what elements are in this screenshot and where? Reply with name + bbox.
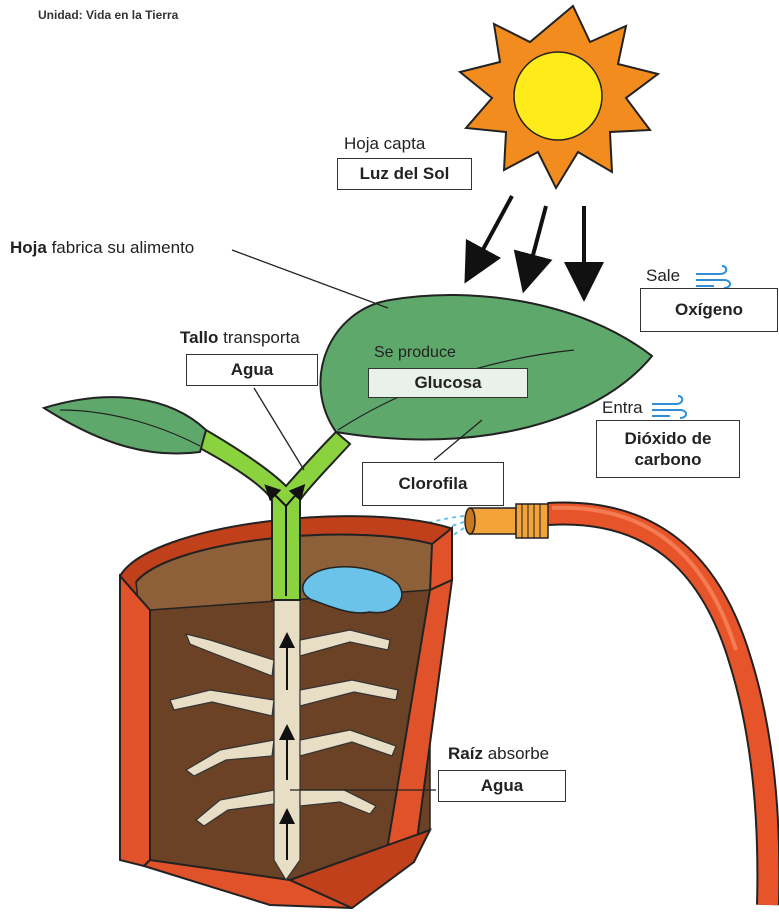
produced-label: Se produce [374, 344, 456, 362]
glucose-box: Glucosa [368, 368, 528, 398]
wind-icon [696, 266, 730, 288]
root-absorbs-label: Raíz absorbe [448, 744, 549, 764]
enters-label: Entra [602, 398, 643, 418]
unit-title: Unidad: Vida en la Tierra [38, 8, 178, 22]
co2-line1: Dióxido de [625, 428, 712, 449]
sunlight-box: Luz del Sol [337, 158, 472, 190]
oxygen-box: Oxígeno [640, 288, 778, 332]
co2-line2: carbono [634, 449, 701, 470]
chlorophyll-box: Clorofila [362, 462, 504, 506]
exits-label: Sale [646, 266, 680, 286]
sunlight-arrow [474, 196, 512, 266]
sunlight-arrows [474, 196, 584, 282]
hose-nozzle [465, 504, 548, 538]
stem-bold: Tallo [180, 328, 218, 347]
carbon-dioxide-box: Dióxido de carbono [596, 420, 740, 478]
leaf-bold: Hoja [10, 238, 47, 257]
stem-water-box: Agua [186, 354, 318, 386]
sunlight-arrow [528, 206, 546, 274]
small-leaf [44, 397, 206, 453]
root-bold: Raíz [448, 744, 483, 763]
leaf-makes-food-label: Hoja fabrica su alimento [10, 238, 194, 258]
stem-transports-label: Tallo transporta [180, 328, 300, 348]
sun-icon [460, 6, 658, 188]
root-water-box: Agua [438, 770, 566, 802]
stem-rest: transporta [218, 328, 299, 347]
leaf-rest: fabrica su alimento [47, 238, 194, 257]
leaf-captures-label: Hoja capta [344, 134, 425, 154]
wind-icon [652, 396, 686, 418]
root-rest: absorbe [483, 744, 549, 763]
